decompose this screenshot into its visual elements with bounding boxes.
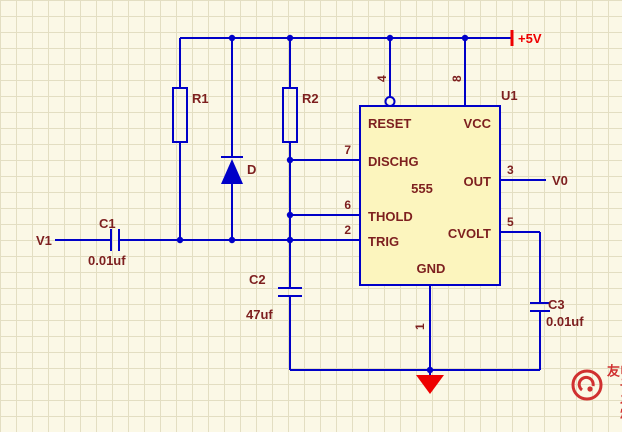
resistor-r1-body (172, 87, 188, 143)
pin-name-cvolt: CVOLT (448, 226, 491, 241)
pin-number-3: 3 (507, 163, 514, 177)
c2-value: 47uf (246, 307, 273, 322)
resistor-r1 (172, 87, 188, 143)
pin-number-4: 4 (375, 75, 389, 82)
diode-label: D (247, 162, 256, 177)
ic-designator-label: U1 (501, 88, 518, 103)
resistor-r2-body (282, 87, 298, 143)
junction-dot (176, 236, 184, 244)
ground-symbol-icon (416, 375, 444, 394)
watermark-site-name: 电子发烧友 (604, 364, 622, 420)
c3-value: 0.01uf (546, 314, 584, 329)
pin-name-out: OUT (464, 174, 492, 189)
resistor-r2 (282, 87, 298, 143)
input-net-label: V1 (36, 233, 52, 248)
c3-label: C3 (548, 297, 565, 312)
pin-name-dischg: DISCHG (368, 154, 419, 169)
capacitor-c1 (110, 229, 120, 251)
pin-number-8: 8 (450, 75, 464, 82)
resistor-r1-label: R1 (192, 91, 209, 106)
junction-dot (461, 34, 469, 42)
wires (55, 37, 546, 375)
diode-d (221, 156, 243, 184)
pin-number-5: 5 (507, 215, 514, 229)
pin-number-1: 1 (413, 323, 427, 330)
junction-dot (286, 34, 294, 42)
junction-dot (286, 156, 294, 164)
ic-part-number-label: 555 (411, 181, 433, 196)
junction-dot (286, 211, 294, 219)
pin-name-trig: TRIG (368, 234, 399, 249)
elecfans-logo-icon (571, 369, 603, 401)
capacitor-c2 (278, 287, 302, 297)
watermark: 电子发烧友 www.elecfans.com (570, 364, 622, 432)
junction-dots (176, 34, 469, 374)
power-rail-label: +5V (518, 31, 542, 46)
c1-value: 0.01uf (88, 253, 126, 268)
resistor-r2-label: R2 (302, 91, 319, 106)
diode-triangle (221, 159, 243, 184)
pin-name-reset: RESET (368, 116, 411, 131)
ic-555-body (359, 105, 501, 286)
pin-name-vcc: VCC (464, 116, 492, 131)
pin-name-thold: THOLD (368, 209, 413, 224)
junction-dot (228, 34, 236, 42)
pin-number-2: 2 (344, 223, 351, 237)
junction-dot (386, 34, 394, 42)
junction-dot (426, 366, 434, 374)
pin-number-7: 7 (344, 143, 351, 157)
reset-inversion-bubble-icon (384, 96, 396, 107)
c2-label: C2 (249, 272, 266, 287)
output-net-label: V0 (552, 173, 568, 188)
capacitor-c3 (530, 302, 550, 312)
pin-name-gnd: GND (417, 261, 446, 276)
c1-label: C1 (99, 216, 116, 231)
junction-dot (286, 236, 294, 244)
junction-dot (228, 236, 236, 244)
pin-number-6: 6 (344, 198, 351, 212)
